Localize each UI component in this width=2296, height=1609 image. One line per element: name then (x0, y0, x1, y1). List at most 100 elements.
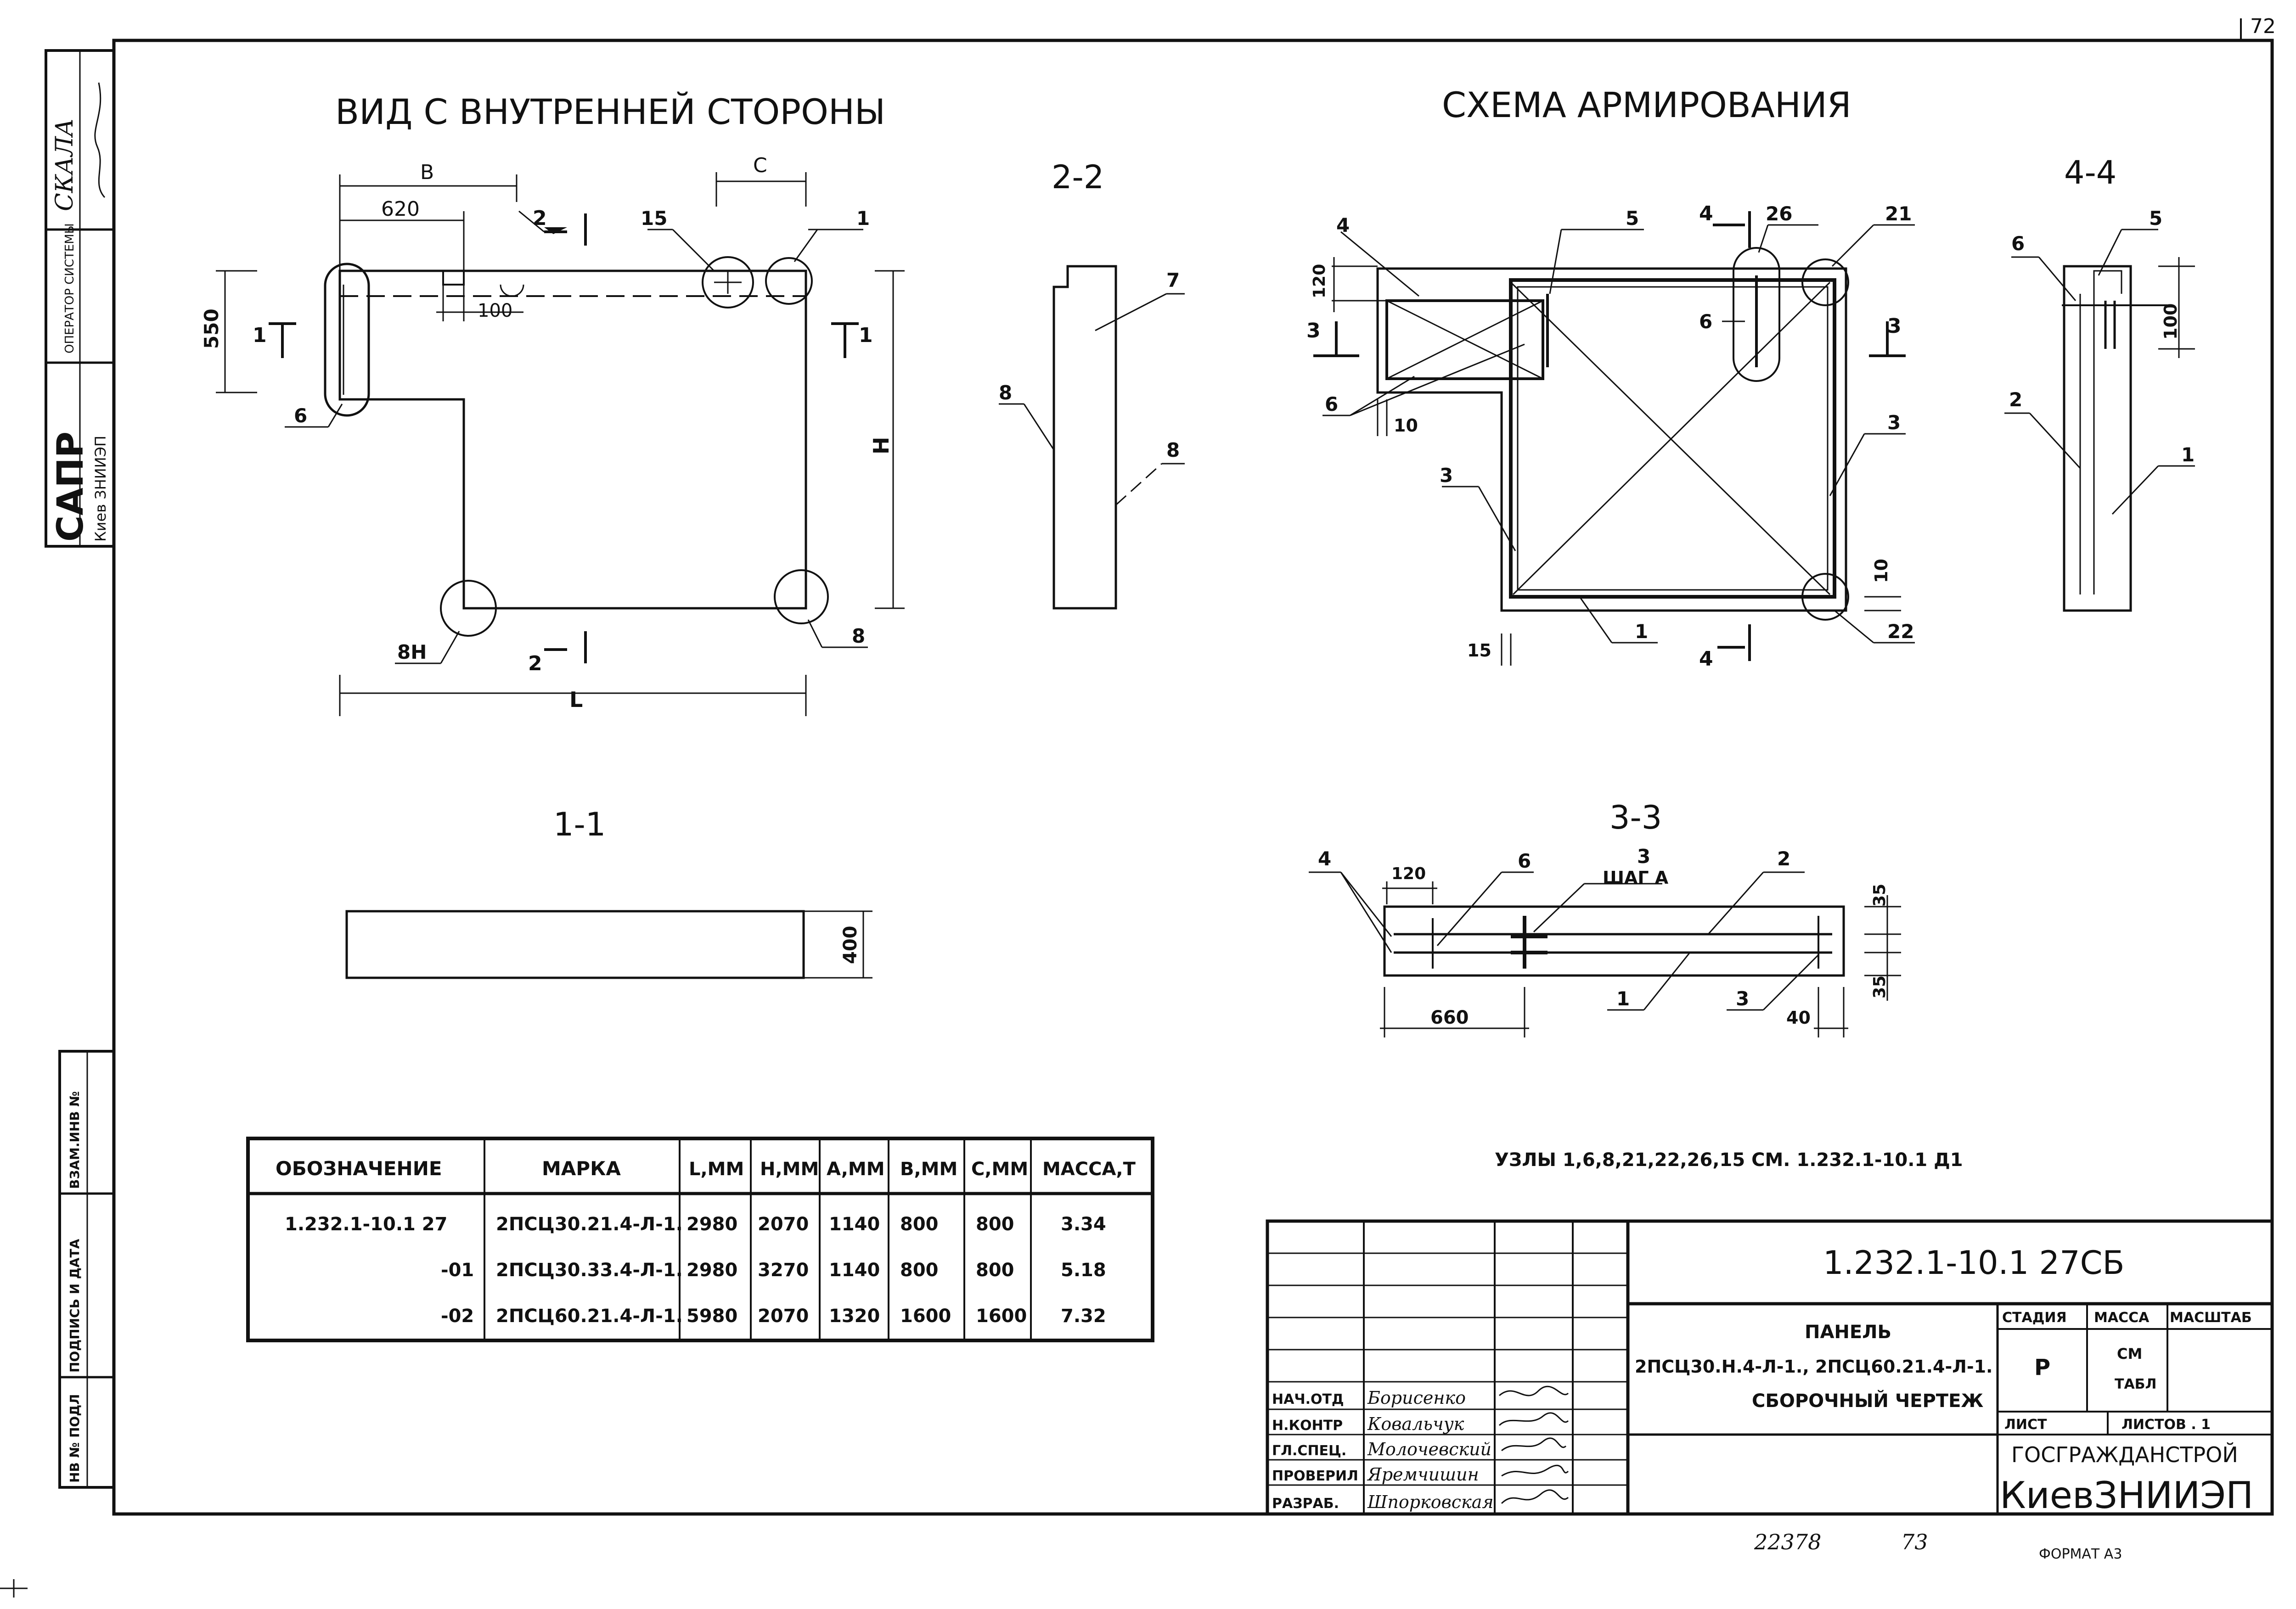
signature-3 (1501, 1465, 1569, 1477)
cell-r2-c6: 1600 (976, 1306, 1027, 1327)
mass-header: МАССА (2094, 1310, 2150, 1326)
callout-21: 21 (1885, 202, 1912, 225)
callout-1-s4: 1 (2181, 443, 2195, 466)
section-mark-1-left: 1 (253, 324, 267, 347)
callout-8-left: 8 (999, 381, 1012, 404)
signature-2 (1501, 1437, 1567, 1452)
dim-h: H (869, 437, 894, 455)
sheet-label: ЛИСТ (2004, 1417, 2047, 1433)
section-4-4-title: 4-4 (2064, 154, 2116, 191)
cell-r2-c1: 2ПСЦ60.21.4-Л-1. (496, 1306, 683, 1327)
callout-8-right: 8 (1166, 439, 1180, 461)
nodes-note: УЗЛЫ 1,6,8,21,22,26,15 СМ. 1.232.1-10.1 … (1495, 1149, 1963, 1171)
callout-3-s3-top: 3 (1637, 845, 1650, 868)
callout-26: 26 (1766, 202, 1792, 225)
callout-6-s3: 6 (1518, 850, 1531, 872)
doc-name-3: СБОРОЧНЫЙ ЧЕРТЕЖ (1752, 1390, 1983, 1412)
section-mark-4-top: 4 (1699, 202, 1713, 225)
name-1: Ковальчук (1367, 1414, 1464, 1434)
section-3-3: 3-3 4 120 6 3 ШАГ А 2 1 3 (1309, 799, 1901, 1037)
section-mark-2-bottom: 2 (528, 652, 542, 675)
section-2-2-title: 2-2 (1052, 158, 1104, 196)
callout-5-s4: 5 (2149, 207, 2162, 230)
dim-c: C (753, 154, 767, 177)
role-3: ПРОВЕРИЛ (1272, 1468, 1358, 1484)
signature-4 (1501, 1489, 1569, 1504)
dim-620: 620 (381, 197, 420, 221)
callout-4-s3: 4 (1318, 847, 1331, 870)
th-h: H,ММ (760, 1159, 819, 1180)
title-block: 1.232.1-10.1 27СБ ПАНЕЛЬ 2ПСЦ30.Н.4-Л-1.… (1266, 1219, 2274, 1517)
dim-15: 15 (1467, 640, 1491, 661)
spec-table: ОБОЗНАЧЕНИЕ МАРКА L,ММ H,ММ A,ММ B,ММ C,… (246, 1137, 1154, 1342)
cell-r2-c4: 1320 (829, 1306, 880, 1327)
format-label: ФОРМАТ А3 (2039, 1546, 2122, 1562)
inv-orig-label: НВ № ПОДЛ (67, 1394, 82, 1483)
scale-header: МАСШТАБ (2170, 1310, 2252, 1326)
section-2-2: 2-2 7 8 8 (999, 158, 1185, 610)
section-3-3-title: 3-3 (1609, 799, 1662, 836)
mass-value-2: ТАБЛ (2115, 1376, 2156, 1392)
org-line-1: ГОСГРАЖДАНСТРОЙ (2011, 1442, 2238, 1467)
cell-r0-c4: 1140 (829, 1214, 880, 1235)
section-mark-3-left: 3 (1306, 319, 1321, 342)
callout-3-left: 3 (1440, 464, 1453, 487)
inner-view-title: ВИД С ВНУТРЕННЕЙ СТОРОНЫ (335, 91, 885, 132)
role-2: ГЛ.СПЕЦ. (1272, 1443, 1346, 1459)
th-designation: ОБОЗНАЧЕНИЕ (276, 1157, 442, 1180)
cell-r0-c0: 1.232.1-10.1 27 (285, 1214, 447, 1235)
callout-5-scheme: 5 (1626, 207, 1639, 230)
page-number: 72 (2250, 15, 2276, 38)
dim-10-right: 10 (1871, 559, 1891, 583)
dim-120-s3: 120 (1391, 864, 1426, 883)
cell-r2-c2: 5980 (687, 1306, 737, 1327)
cell-r1-c3: 3270 (758, 1260, 809, 1281)
stage-header: СТАДИЯ (2002, 1310, 2067, 1326)
cell-r0-c3: 2070 (758, 1214, 809, 1235)
inner-view: ВИД С ВНУТРЕННЕЙ СТОРОНЫ B 620 C 550 (200, 91, 905, 716)
name-0: Борисенко (1367, 1388, 1466, 1408)
cell-r0-c5: 800 (900, 1214, 939, 1235)
org-line-2: КиевЗНИИЭП (2000, 1474, 2253, 1517)
callout-3-right: 3 (1887, 411, 1901, 434)
cell-r1-c5: 800 (900, 1260, 939, 1281)
section-1-1: 1-1 400 (345, 806, 872, 979)
role-1: Н.КОНТР (1272, 1418, 1343, 1434)
role-0: НАЧ.ОТД (1272, 1391, 1344, 1407)
dim-l: L (569, 687, 583, 712)
reinforcement-scheme: СХЕМА АРМИРОВАНИЯ 120 10 15 10 (1306, 84, 1915, 671)
cell-r2-c7: 7.32 (1061, 1306, 1106, 1327)
cell-r1-c6: 800 (976, 1260, 1014, 1281)
section-mark-2-top: 2 (533, 207, 547, 230)
callout-1: 1 (856, 207, 870, 230)
callout-6-scheme: 6 (1325, 393, 1338, 415)
dim-100: 100 (478, 300, 512, 321)
org-label: Киев ЗНИИЭП (92, 436, 109, 542)
role-4: РАЗРАБ. (1272, 1496, 1339, 1512)
cell-r0-c6: 800 (976, 1214, 1014, 1235)
signature-0 (1499, 1385, 1569, 1396)
th-l: L,ММ (689, 1159, 744, 1180)
sheet-frame: 72 (0, 15, 2276, 1598)
doc-code: 1.232.1-10.1 27СБ (1823, 1244, 2125, 1282)
th-mark: МАРКА (542, 1157, 621, 1180)
cell-r1-c0: -01 (441, 1260, 474, 1281)
cell-r2-c5: 1600 (900, 1306, 951, 1327)
name-4: Шпорковская (1367, 1492, 1494, 1512)
signature-1 (1498, 1412, 1569, 1426)
dim-10-left: 10 (1394, 415, 1418, 436)
name-2: Молочевский (1367, 1439, 1491, 1459)
callout-2-s4: 2 (2009, 388, 2022, 411)
left-stamp: СКАЛА ОПЕРАТОР СИСТЕМЫ САПР Киев ЗНИИЭП … (45, 49, 115, 1489)
callout-22: 22 (1887, 620, 1914, 643)
inv-label: ВЗАМ.ИНВ № (67, 1091, 82, 1189)
section-mark-3-right: 3 (1887, 314, 1902, 338)
th-a: A,ММ (827, 1159, 885, 1180)
footer-num-2: 73 (1901, 1530, 1928, 1554)
section-mark-1-right: 1 (859, 324, 873, 347)
section-mark-4-bottom: 4 (1699, 647, 1713, 671)
callout-8n: 8Н (397, 641, 427, 663)
cell-r1-c7: 5.18 (1061, 1260, 1106, 1281)
cell-r1-c2: 2980 (687, 1260, 737, 1281)
